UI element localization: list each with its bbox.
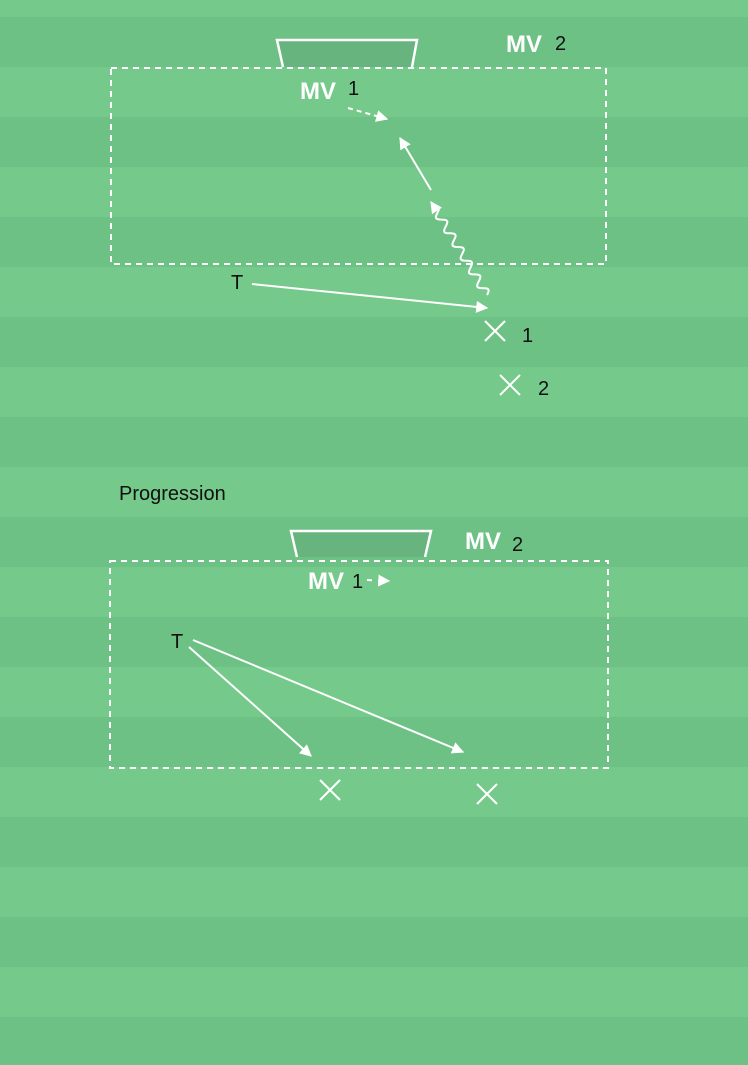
player-cross-2 [476,783,498,805]
mv1-number: 1 [348,78,359,100]
stripe-dark [0,1017,748,1065]
mv1-run-arrow [347,107,389,122]
mv2-label: MV [465,528,501,555]
progression-title: Progression [119,483,226,505]
stripe-dark [0,117,748,167]
pass-arrow-left [188,646,312,757]
player-2-number: 2 [538,378,549,400]
mv1-label: MV [300,78,336,105]
mv1-label: MV [308,568,344,595]
stripe-dark [0,217,748,267]
drill-area [110,67,607,265]
player-cross-1 [484,320,506,342]
stripe-dark [0,817,748,867]
shot-arrow [399,136,432,191]
dribble-arrow [430,201,490,296]
mv2-number: 2 [512,534,523,556]
goal [277,40,417,67]
trainer-label: T [171,631,183,653]
player-cross-1 [319,779,341,801]
stripe-dark [0,617,748,667]
drill-diagram-1: MV 2 MV 1 T 1 2 [110,31,607,400]
trainer-label: T [231,272,243,294]
drill-diagram-2: MV 2 MV 1 T [109,528,609,805]
mv2-number: 2 [555,33,566,55]
stripe-dark [0,717,748,767]
stripe-dark [0,917,748,967]
mv1-number: 1 [352,571,363,593]
mv1-run-arrow [366,574,391,587]
goal [291,531,431,557]
player-cross-2 [499,374,521,396]
mv2-label: MV [506,31,542,58]
goal-frame [289,529,433,558]
goal-frame [275,38,419,68]
pass-arrow [251,283,489,313]
stripe-dark [0,317,748,367]
pass-arrow-right [192,639,465,754]
stripe-dark [0,417,748,467]
player-1-number: 1 [522,325,533,347]
